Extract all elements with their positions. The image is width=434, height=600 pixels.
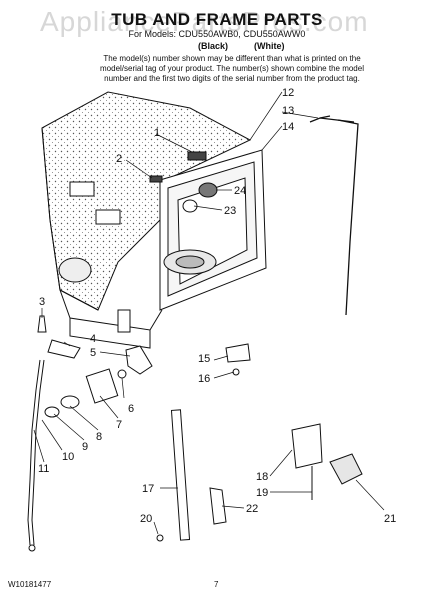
page-title: TUB AND FRAME PARTS: [111, 10, 323, 29]
callout-19: 19: [256, 487, 268, 499]
callout-21: 21: [384, 513, 396, 525]
callout-6: 6: [128, 403, 134, 415]
callout-18: 18: [256, 471, 268, 483]
callout-11: 11: [38, 463, 49, 475]
door-gasket: [309, 115, 359, 316]
model-note: The model(s) number shown may be differe…: [100, 54, 364, 83]
callout-24: 24: [234, 185, 246, 197]
callout-4: 4: [90, 333, 96, 345]
callout-2: 2: [116, 153, 122, 165]
document-number: W10181477: [8, 580, 52, 589]
callout-8: 8: [96, 431, 102, 443]
callout-17: 17: [142, 483, 154, 495]
callout-5: 5: [90, 347, 96, 359]
callout-9: 9: [82, 441, 88, 453]
callout-3: 3: [39, 296, 45, 308]
callout-7: 7: [116, 419, 122, 431]
callout-20: 20: [140, 513, 152, 525]
callout-23: 23: [224, 205, 236, 217]
bracket-parts: [156, 343, 363, 542]
callout-1: 1: [154, 127, 160, 139]
page-number: 7: [214, 580, 219, 589]
callout-15: 15: [198, 353, 210, 365]
callout-12: 12: [282, 87, 294, 99]
lower-parts: [27, 315, 153, 552]
callout-leaders: [33, 91, 385, 535]
callout-16: 16: [198, 373, 210, 385]
models-line: For Models: CDU550AWB0, CDU550AWW0: [128, 29, 306, 39]
watermark: AppliancePartsPros.com: [40, 6, 369, 37]
variant-white: (White): [254, 41, 285, 51]
tub-assembly: [41, 91, 267, 349]
variant-black: (Black): [198, 41, 229, 51]
callout-22: 22: [246, 503, 258, 515]
callout-14: 14: [282, 121, 294, 133]
callout-13: 13: [282, 105, 294, 117]
part-callouts: 1 2 3 4 5 6 7 8 9 10 11 12 13 14 15 16 1…: [38, 87, 396, 525]
callout-10: 10: [62, 451, 74, 463]
